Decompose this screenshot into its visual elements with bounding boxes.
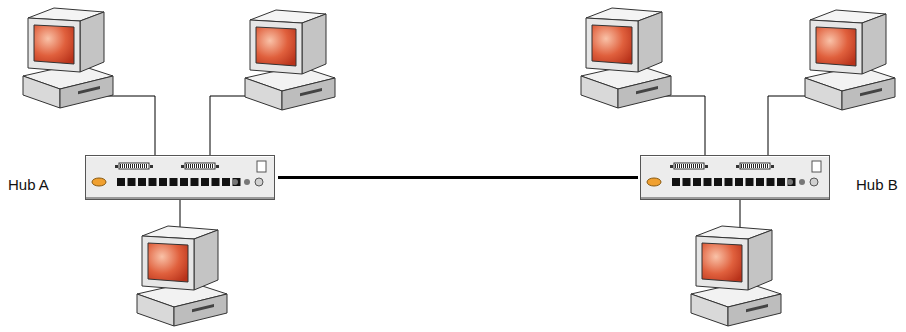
computer-icon xyxy=(805,10,895,110)
computer-icon xyxy=(581,8,671,108)
computer-icon xyxy=(23,8,113,108)
computer-icon xyxy=(137,226,227,326)
hub-label: Hub B xyxy=(856,176,898,194)
computer-icon xyxy=(691,226,781,326)
network-hub: Hub B xyxy=(638,150,902,205)
hub-device xyxy=(640,155,830,200)
network-hub: Hub A xyxy=(6,150,278,205)
hub-device xyxy=(85,155,275,200)
hub-label: Hub A xyxy=(8,176,49,194)
computer-icon xyxy=(245,10,335,110)
hub-link xyxy=(278,177,638,178)
network-wires xyxy=(100,96,806,232)
